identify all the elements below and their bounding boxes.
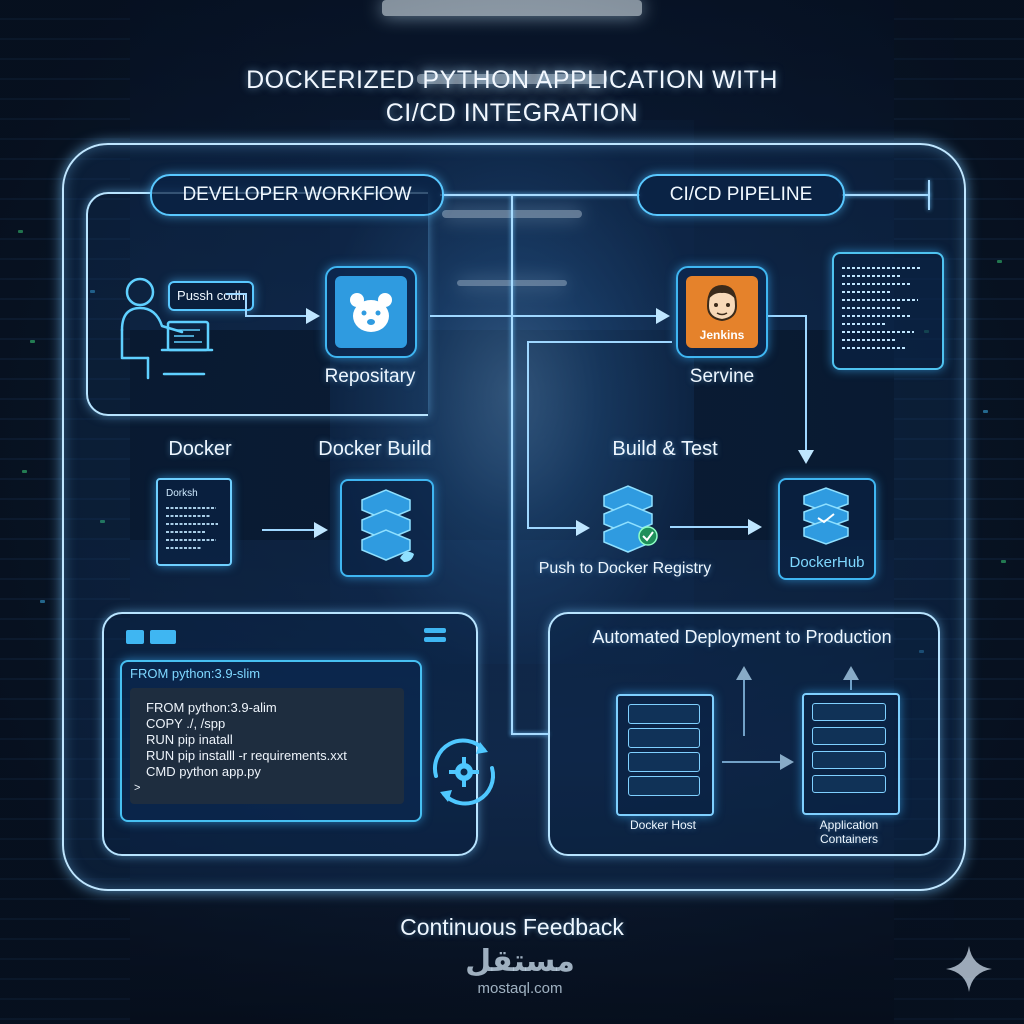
- title-line-1: DOCKERIZED PYTHON APPLICATION WITH: [0, 64, 1024, 97]
- watermark-latin: mostaql.com: [430, 980, 610, 998]
- build-test-layers-icon: [596, 484, 660, 560]
- code-header: FROM python:3.9-slim: [130, 666, 260, 681]
- mostaql-watermark: مستقل mostaql.com: [430, 944, 610, 998]
- container-slot: [812, 751, 886, 769]
- dockerfile-tag: Dorksh: [166, 488, 198, 499]
- connector-top-right: [842, 194, 930, 196]
- connector-center-bottom: [511, 733, 549, 735]
- docker-layers-icon: [354, 488, 418, 568]
- repository-label: Repositary: [310, 366, 430, 388]
- developer-workflow-label: DEVELOPER WORKFlOW: [182, 184, 411, 205]
- log-lines: [842, 264, 934, 360]
- push-registry-label: Push to Docker Registry: [520, 560, 730, 578]
- pipeline-log-window: [832, 252, 944, 370]
- server-slot: [628, 752, 700, 772]
- title-line-2: CI/CD INTEGRATION: [0, 97, 1024, 130]
- container-slot: [812, 727, 886, 745]
- sparkle-icon: [944, 944, 994, 994]
- app-containers-line-1: Application: [792, 818, 906, 832]
- container-slot: [812, 775, 886, 793]
- dockerhub-layers-icon: [798, 486, 854, 550]
- server-slot: [628, 704, 700, 724]
- developer-workflow-pill: DEVELOPER WORKFlOW: [150, 174, 444, 216]
- code-line: FROM python:3.9-alim: [146, 700, 277, 715]
- docker-build-label: Docker Build: [300, 438, 450, 461]
- dockerhub-tile: DockerHub: [778, 478, 876, 580]
- connector-top: [440, 194, 640, 196]
- editor-tab-2: [150, 630, 176, 644]
- build-test-label: Build & Test: [590, 438, 740, 461]
- server-slot: [628, 776, 700, 796]
- deployment-label: Automated Deployment to Production: [548, 627, 936, 648]
- app-containers-label: Application Containers: [792, 818, 906, 846]
- repository-bear-icon: [335, 276, 407, 348]
- gear-sync-icon: [426, 734, 502, 810]
- code-line: RUN pip inatall: [146, 732, 233, 747]
- document-lines: [166, 504, 222, 558]
- continuous-feedback-label: Continuous Feedback: [362, 914, 662, 941]
- docker-host-label: Docker Host: [606, 818, 720, 832]
- container-slot: [812, 703, 886, 721]
- connector-top-right-cap: [928, 180, 930, 210]
- connector-center-vertical: [511, 195, 513, 735]
- editor-tab-1: [126, 630, 144, 644]
- docker-label: Docker: [140, 438, 260, 461]
- code-line: >: [134, 782, 140, 794]
- push-code-bubble: Pussh codh: [168, 281, 254, 311]
- code-line: CMD python app.py: [146, 764, 261, 779]
- server-slot: [628, 728, 700, 748]
- cicd-pipeline-pill: CI/CD PIPELINE: [637, 174, 845, 216]
- diagram-title: DOCKERIZED PYTHON APPLICATION WITH CI/CD…: [0, 64, 1024, 130]
- editor-menu-icon: [424, 628, 446, 646]
- repository-tile: [325, 266, 417, 358]
- cicd-pipeline-label: CI/CD PIPELINE: [670, 184, 813, 205]
- jenkins-tile: Jenkins: [676, 266, 768, 358]
- code-line: RUN pip installl -r requirements.xxt: [146, 748, 347, 763]
- jenkins-badge-label: Jenkins: [686, 328, 758, 342]
- app-containers-line-2: Containers: [792, 832, 906, 846]
- server-label: Servine: [662, 366, 782, 388]
- watermark-arabic: مستقل: [430, 944, 610, 980]
- code-line: COPY ./, /spp: [146, 716, 225, 731]
- dockerfile-document: Dorksh: [156, 478, 232, 566]
- push-code-label: Pussh codh: [177, 288, 245, 303]
- dockerhub-label: DockerHub: [780, 554, 874, 571]
